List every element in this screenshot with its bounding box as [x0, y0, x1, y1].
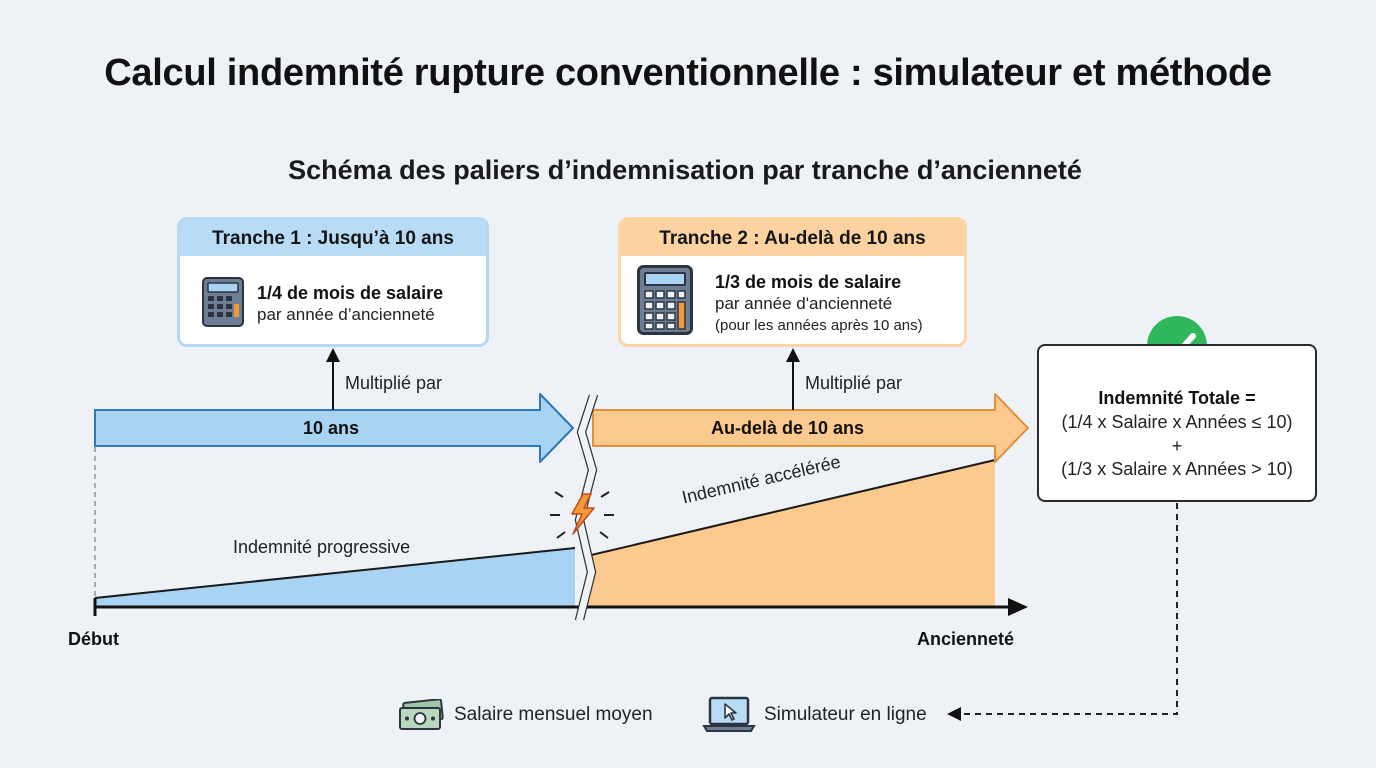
area-progressive-edge: [94, 547, 576, 599]
tranche-2-header: Tranche 2 : Au-delà de 10 ans: [621, 220, 964, 256]
total-formula-box: Indemnité Totale = (1/4 x Salaire x Anné…: [1037, 344, 1317, 502]
area-progressive: [95, 548, 575, 607]
tranche-2-note: (pour les années après 10 ans): [715, 317, 923, 334]
tranche-1-rate: 1/4 de mois de salaire: [257, 283, 444, 303]
legend-salary-label: Salaire mensuel moyen: [454, 704, 653, 725]
area-accelerated: [587, 460, 995, 607]
arrow-beyond-ten-years: [592, 393, 1029, 463]
page-title: Calcul indemnité rupture conventionnelle…: [104, 52, 1272, 94]
tranche-2-rate: 1/3 de mois de salaire: [715, 272, 902, 292]
area-accelerated-edge: [586, 459, 996, 557]
break-spark-icon: [550, 491, 614, 539]
arrow-beyond-label: Au-delà de 10 ans: [711, 418, 865, 438]
tranche-1-per: par année d’ancienneté: [257, 305, 435, 324]
total-to-simulator-connector: [962, 503, 1178, 715]
tranche-2-card: Tranche 2 : Au-delà de 10 ans 1/3 de moi…: [618, 217, 967, 347]
axis-start-label: Début: [68, 629, 119, 649]
calculator-icon: [202, 277, 244, 327]
laptop-cursor-icon: [702, 696, 756, 732]
arrow-ten-years-label: 10 ans: [303, 418, 360, 438]
up-arrow-2-head: [786, 348, 800, 362]
tranche-1-header: Tranche 1 : Jusqu’à 10 ans: [180, 220, 486, 256]
page-subtitle: Schéma des paliers d’indemnisation par t…: [288, 155, 1082, 185]
total-title: Indemnité Totale =: [1098, 388, 1256, 408]
total-line-2: (1/3 x Salaire x Années > 10): [1061, 459, 1293, 479]
legend-simulator-label: Simulateur en ligne: [764, 704, 927, 725]
timeline-arrowhead: [1008, 598, 1028, 616]
multiplier-label-1: Multiplié par: [345, 373, 443, 393]
total-plus: +: [1171, 436, 1183, 456]
money-icon: [399, 699, 444, 730]
total-line-1: (1/4 x Salaire x Années ≤ 10): [1061, 412, 1293, 432]
tranche-2-per: par année d'ancienneté: [715, 294, 893, 313]
tranche-1-card: Tranche 1 : Jusqu’à 10 ans 1/4 de mois d…: [177, 217, 489, 347]
multiplier-label-2: Multiplié par: [805, 373, 903, 393]
axis-end-label: Ancienneté: [917, 629, 1015, 649]
arrow-ten-years: [94, 393, 574, 463]
calculator-icon: [637, 265, 693, 335]
up-arrow-1-head: [326, 348, 340, 362]
area-progressive-label: Indemnité progressive: [233, 537, 411, 557]
connector-arrowhead: [947, 707, 961, 721]
